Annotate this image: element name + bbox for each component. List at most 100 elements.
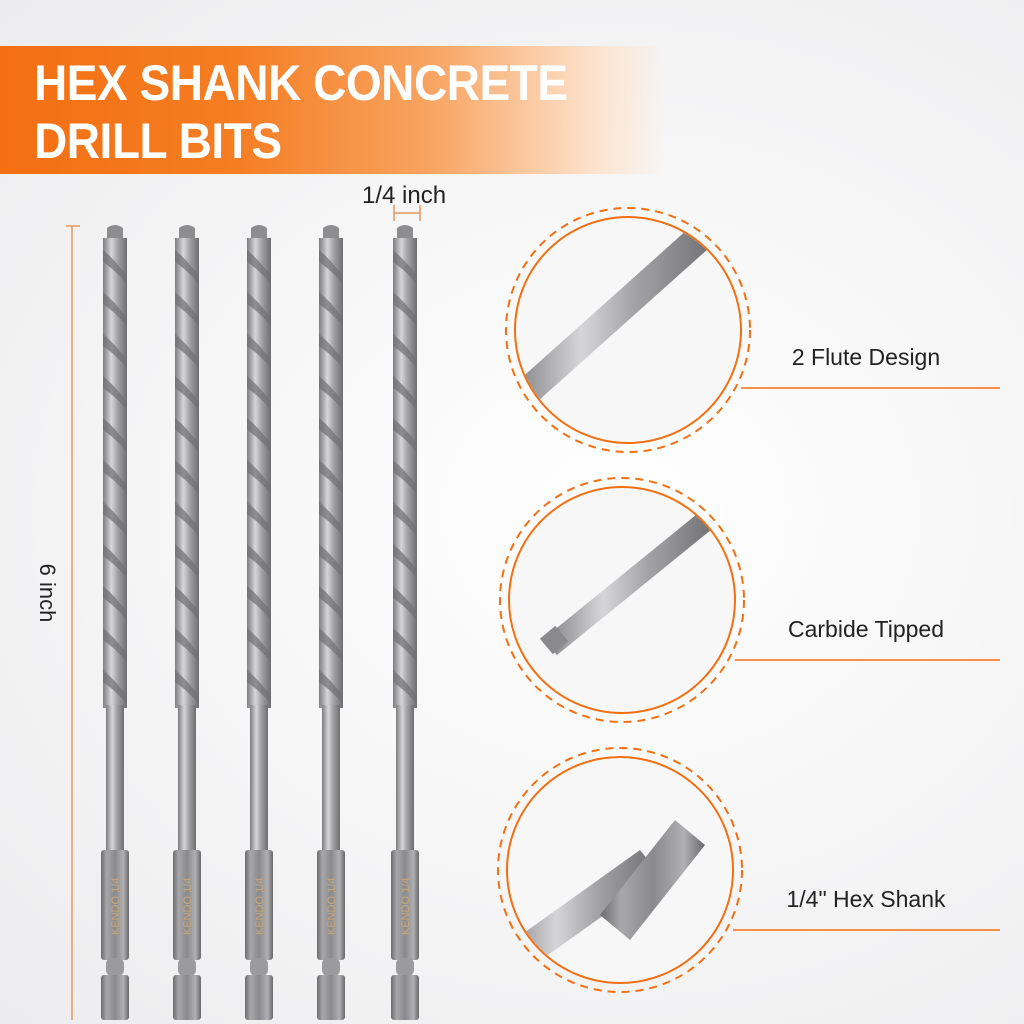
flute-groove (393, 670, 417, 704)
feature-detail-carbide-tip-detail (499, 477, 1000, 723)
brand-marking: KENDO 1/4 (254, 878, 266, 935)
hex-end (391, 975, 419, 1020)
flute-groove (103, 376, 127, 410)
flute-groove (247, 376, 271, 410)
flute-groove (103, 628, 127, 662)
flute-groove (393, 334, 417, 368)
flute-groove (319, 250, 343, 284)
hex-shank (317, 850, 345, 960)
flute-groove (103, 418, 127, 452)
flute-groove (319, 376, 343, 410)
flute-groove (175, 376, 199, 410)
smooth-shank (322, 705, 340, 855)
flute-groove (103, 460, 127, 494)
dashed-circle (499, 477, 745, 723)
smooth-shank (250, 705, 268, 855)
flute-closeup (516, 220, 718, 410)
shank-closeup (508, 850, 660, 975)
flute-groove (319, 292, 343, 326)
flute-groove (247, 502, 271, 536)
flute-groove (103, 292, 127, 326)
feature-label-carbide: Carbide Tipped (788, 616, 944, 642)
brand-marking: KENDO 1/4 (182, 878, 194, 935)
flute-groove (103, 544, 127, 578)
flute-groove (247, 250, 271, 284)
brand-marking: KENDO 1/4 (110, 878, 122, 935)
length-label: 6 inch (35, 563, 60, 623)
feature-label-flute: 2 Flute Design (791, 344, 941, 370)
hex-end (173, 975, 201, 1020)
flute-groove (247, 292, 271, 326)
flute-groove (103, 334, 127, 368)
flute-groove (319, 670, 343, 704)
flute-groove (393, 502, 417, 536)
flute-groove (175, 292, 199, 326)
title-line-2: DRILL BITS (34, 113, 282, 169)
shank-groove (106, 958, 124, 976)
flute-groove (247, 334, 271, 368)
flute-groove (103, 670, 127, 704)
shank-groove (250, 958, 268, 976)
drill-bit: KENDO 1/4 (173, 225, 201, 1020)
flute-groove (319, 460, 343, 494)
flute-groove (393, 376, 417, 410)
flute-groove (103, 502, 127, 536)
shank-groove (396, 958, 414, 976)
flute-groove (319, 418, 343, 452)
flute-groove (319, 628, 343, 662)
hex-shank (245, 850, 273, 960)
flute-groove (247, 586, 271, 620)
flute-groove (393, 460, 417, 494)
flute-groove (319, 544, 343, 578)
feature-detail-flute-detail (505, 207, 1000, 453)
flute-groove (247, 628, 271, 662)
smooth-shank (106, 705, 124, 855)
title-banner (0, 46, 665, 174)
flute-groove (175, 334, 199, 368)
shank-groove (178, 958, 196, 976)
carbide-tip (107, 225, 123, 240)
flute-groove (175, 460, 199, 494)
hex-shank (101, 850, 129, 960)
flute-groove (393, 628, 417, 662)
flute-groove (393, 292, 417, 326)
hex-end (245, 975, 273, 1020)
flute-groove (319, 502, 343, 536)
feature-label-hex-shank: 1/4" Hex Shank (786, 886, 946, 912)
drill-bit: KENDO 1/4 (317, 225, 345, 1020)
brand-marking: KENDO 1/4 (400, 878, 412, 935)
carbide-tip (397, 225, 413, 240)
flute-groove (247, 544, 271, 578)
drill-bit: KENDO 1/4 (391, 225, 419, 1020)
hex-closeup (600, 820, 705, 940)
hex-end (101, 975, 129, 1020)
detail-circle (514, 216, 742, 444)
carbide-tip-closeup (539, 625, 569, 655)
carbide-tip (323, 225, 339, 240)
dashed-circle (505, 207, 751, 453)
flute-groove (393, 418, 417, 452)
hex-end (317, 975, 345, 1020)
carbide-tip (179, 225, 195, 240)
flute-groove (175, 502, 199, 536)
drill-bit: KENDO 1/4 (101, 225, 129, 1020)
flute-groove (175, 544, 199, 578)
flute-groove (319, 334, 343, 368)
flute-groove (175, 670, 199, 704)
title-line-1: HEX SHANK CONCRETE (34, 55, 568, 111)
flute-groove (175, 418, 199, 452)
shank-groove (322, 958, 340, 976)
flute-groove (393, 586, 417, 620)
carbide-tip (251, 225, 267, 240)
smooth-shank (396, 705, 414, 855)
hex-shank (391, 850, 419, 960)
flute-groove (393, 250, 417, 284)
carbide-closeup (542, 510, 717, 655)
flute-groove (175, 586, 199, 620)
flute-groove (175, 250, 199, 284)
smooth-shank (178, 705, 196, 855)
dashed-circle (497, 747, 743, 993)
flute-groove (103, 250, 127, 284)
brand-marking: KENDO 1/4 (326, 878, 338, 935)
